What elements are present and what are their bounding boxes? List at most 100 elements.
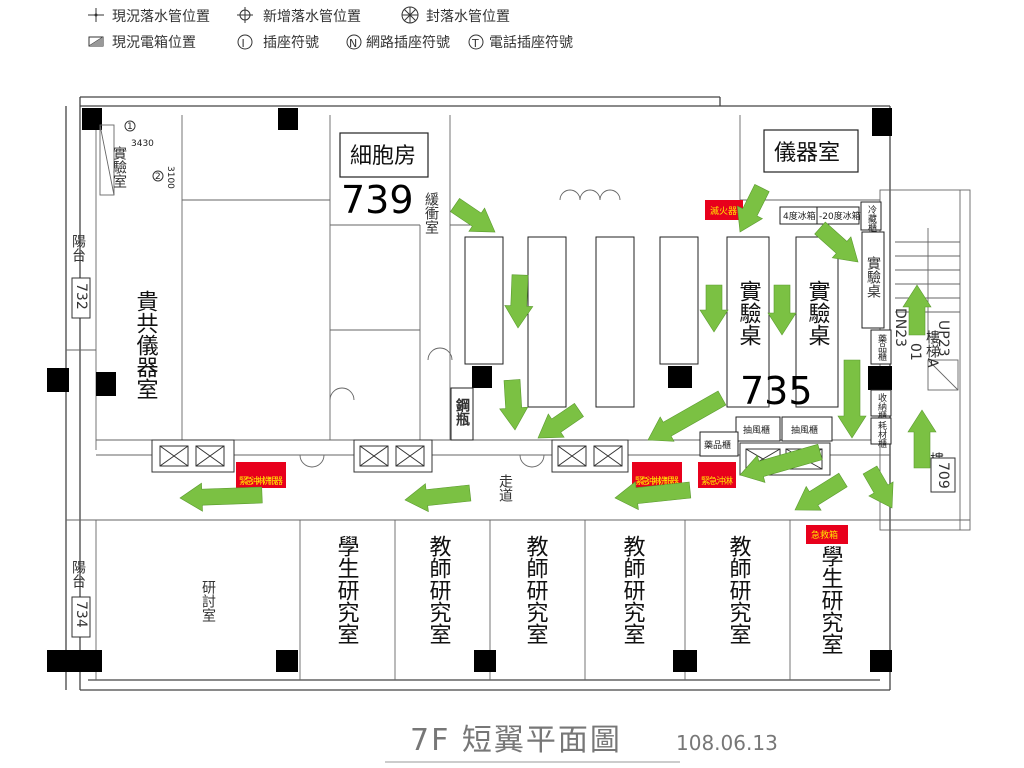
outlet-icon: I <box>237 34 253 50</box>
evacuation-arrow <box>699 284 729 333</box>
pillar <box>673 650 697 672</box>
evacuation-arrow <box>767 284 797 336</box>
network-glyph: N <box>349 37 357 50</box>
circle-2: 2 <box>155 172 161 182</box>
pillar <box>868 366 892 390</box>
footer: 7F 短翼平面圖 108.06.13 <box>385 723 778 763</box>
emergency-shower-marker <box>698 462 736 488</box>
evacuation-arrow <box>814 221 859 263</box>
balcony-bottom-label: 陽台 <box>70 560 86 588</box>
evacuation-arrow <box>739 443 823 483</box>
electric-box-icon <box>88 36 104 47</box>
dn-23-label: DN23 <box>892 308 908 347</box>
extinguisher-label: 滅火器 <box>710 205 737 217</box>
dimension-3100: 3100 <box>165 166 175 189</box>
lab-735: 實驗桌 實驗桌 735 實驗桌 鋼瓶 抽風櫃 抽風櫃 藥品櫃 4度冰箱 -20度… <box>450 201 892 457</box>
instrument-room: 儀器室 <box>763 129 859 173</box>
lab-number: 735 <box>740 369 813 413</box>
pillar <box>96 372 116 396</box>
structural-pillars <box>47 108 892 672</box>
fume-hood-1: 抽風櫃 <box>743 424 770 436</box>
evacuation-arrows <box>179 183 937 513</box>
stairwell: UP23 DN23 樓梯A 01 樓梯B 709 <box>892 228 960 493</box>
number-01: 01 <box>907 343 923 361</box>
evacuation-arrow <box>907 409 937 469</box>
balcony-top-label: 陽台 <box>70 234 86 262</box>
outlet-glyph: I <box>242 37 245 50</box>
extinguisher-marker <box>705 200 743 220</box>
pillar <box>47 368 69 392</box>
new-drain-icon <box>237 7 253 23</box>
evacuation-arrow <box>862 465 894 509</box>
emergency-shower-label-3: 緊急沖淋 <box>701 475 733 487</box>
small-lab-label: 實驗室 <box>111 145 127 188</box>
pillar <box>668 366 692 388</box>
teacher-office-1: 教師研究室 <box>426 535 452 645</box>
building-outline <box>65 96 971 691</box>
floor-plan-title: 7F 短翼平面圖 <box>410 723 622 758</box>
evacuation-arrow <box>537 402 584 439</box>
lab-bench <box>595 236 635 408</box>
seminar-room: 研討室 <box>200 580 216 622</box>
freezer-4c: 4度冰箱 <box>783 210 816 222</box>
spill-kit-label: 急救箱 <box>811 529 838 541</box>
evacuation-arrow <box>736 183 770 233</box>
evacuation-arrow <box>902 284 932 336</box>
spill-kit-marker <box>806 525 848 544</box>
up-23-label: UP23 <box>935 320 951 357</box>
existing-drain-icon <box>88 8 104 22</box>
left-wing: 3430 1 2 3100 實驗室 陽台 732 貴共儀器室 陽台 734 研討… <box>70 120 216 638</box>
lab-bench-label-2: 實驗桌 <box>805 280 831 346</box>
teacher-office-2: 教師研究室 <box>523 535 549 645</box>
fire-door <box>151 439 235 473</box>
storage-cabinet-1: 藥品櫃 <box>876 333 887 362</box>
chem-cabinet: 藥品櫃 <box>704 439 731 451</box>
legend-existing-drain: 現況落水管位置 <box>112 9 210 25</box>
teacher-office-3: 教師研究室 <box>620 535 646 645</box>
stair-a-label: 樓梯A <box>924 330 940 368</box>
corridor-label: 走道 <box>497 474 513 503</box>
lab-bench <box>726 236 770 408</box>
legend-outlet: 插座符號 <box>263 35 319 51</box>
teacher-office-4: 教師研究室 <box>726 535 752 645</box>
legend-existing-box: 現況電箱位置 <box>112 35 196 51</box>
evacuation-arrow <box>794 472 848 511</box>
safety-equipment: 滅火器 緊急沖淋洗眼器 緊急沖淋洗眼器 緊急沖淋 急救箱 <box>236 200 848 544</box>
emergency-shower-label-1: 緊急沖淋洗眼器 <box>239 475 283 487</box>
pillar <box>82 108 102 130</box>
room-732: 732 <box>73 283 89 310</box>
interior-walls <box>96 115 890 680</box>
freezer-minus20: -20度冰箱 <box>819 210 861 222</box>
room-709: 709 <box>935 462 951 489</box>
fridge-cabinet: 冷藏櫃 <box>866 204 877 233</box>
phone-glyph: T <box>471 37 479 50</box>
evacuation-arrow <box>450 197 496 233</box>
evacuation-arrow <box>837 359 867 439</box>
pillar <box>872 108 892 136</box>
pillar <box>47 650 102 672</box>
dimension-3430: 3430 <box>131 139 154 149</box>
wall-cabinet <box>99 124 115 196</box>
lab-bench <box>795 236 839 408</box>
lab-bench <box>659 236 699 365</box>
circle-1: 1 <box>127 122 133 132</box>
lab-bench-label-3: 實驗桌 <box>865 255 881 298</box>
fire-door <box>353 439 433 473</box>
instrument-room-label: 儀器室 <box>774 141 840 166</box>
storage-cabinet-3: 耗材櫃 <box>876 421 887 449</box>
floor-plan-date: 108.06.13 <box>676 731 778 755</box>
lab-bench <box>527 236 567 408</box>
evacuation-arrow <box>647 390 727 442</box>
pillar <box>472 366 492 388</box>
offices: 學生研究室 教師研究室 教師研究室 教師研究室 教師研究室 學生研究室 <box>334 535 844 655</box>
shared-instrument-room: 貴共儀器室 <box>133 290 159 400</box>
emergency-shower-marker <box>236 462 286 488</box>
evacuation-arrow <box>504 274 534 329</box>
pillar <box>474 650 496 672</box>
legend: 現況落水管位置 新增落水管位置 封落水管位置 現況電箱位置 I 插座符號 N 網… <box>88 6 573 51</box>
storage-cabinet-2: 收納櫃 <box>876 392 887 421</box>
legend-new-drain: 新增落水管位置 <box>263 9 361 25</box>
evacuation-arrow <box>404 483 472 513</box>
